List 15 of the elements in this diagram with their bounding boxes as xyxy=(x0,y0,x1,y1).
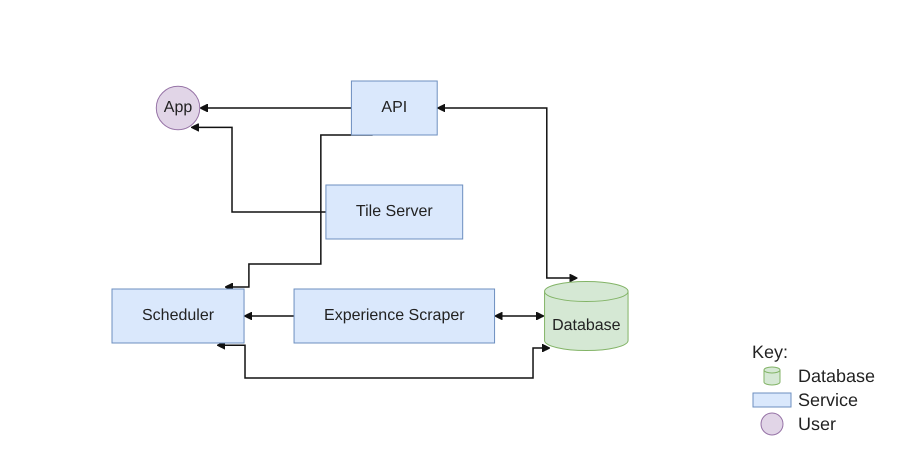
key-heading: Key: xyxy=(752,342,788,362)
node-box: Tile Server xyxy=(325,184,464,239)
node-circle: App xyxy=(156,85,200,130)
node-box: Scheduler xyxy=(111,288,245,343)
legend-label: Database xyxy=(798,366,876,386)
arrow xyxy=(436,103,578,282)
legend-label: User xyxy=(798,414,836,434)
arrow xyxy=(244,311,294,320)
legend-label: Service xyxy=(798,390,858,410)
arrow xyxy=(494,311,545,320)
arrow xyxy=(224,134,373,291)
arrow xyxy=(199,103,352,112)
arrow xyxy=(190,122,326,212)
node-box: Experience Scraper xyxy=(294,288,496,343)
node-box: API xyxy=(350,80,438,135)
